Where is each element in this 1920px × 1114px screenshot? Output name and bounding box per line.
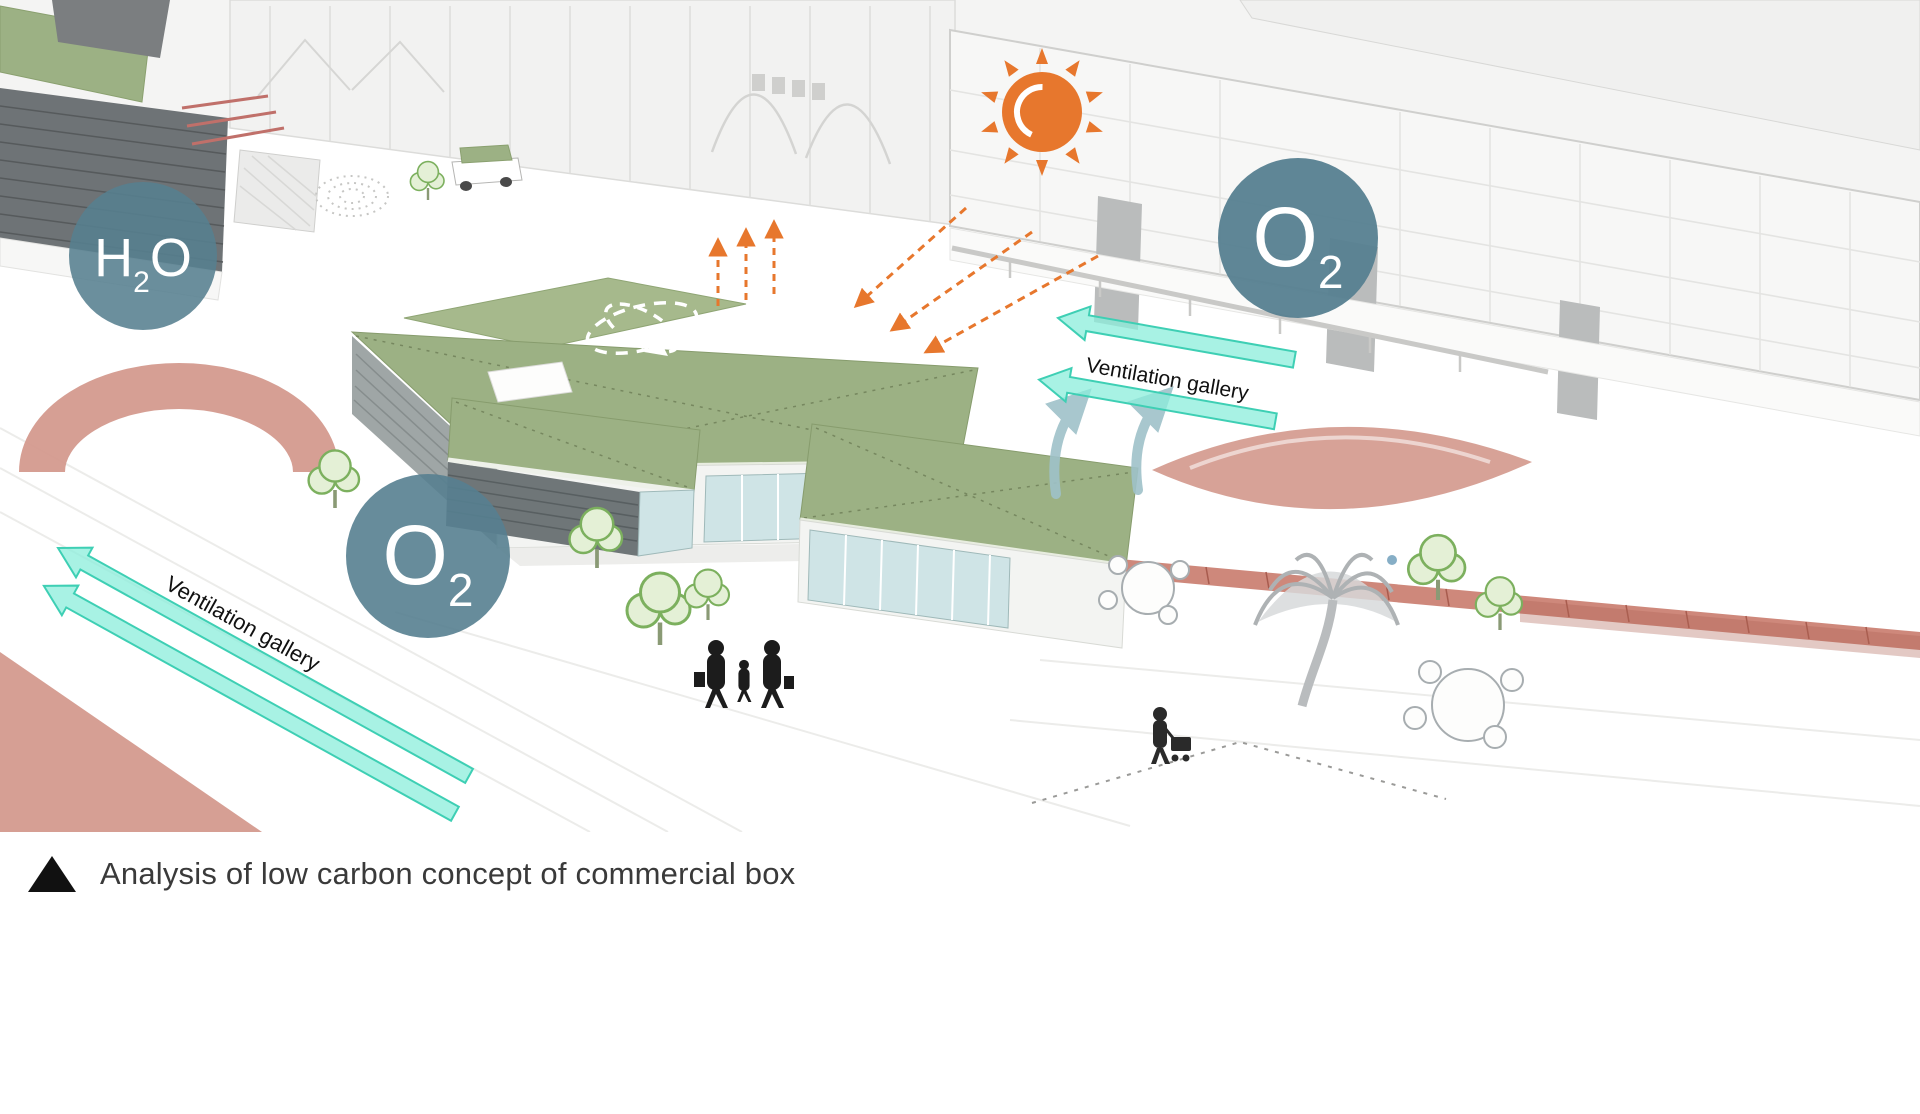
pond-dot <box>1387 555 1397 565</box>
caption: Analysis of low carbon concept of commer… <box>0 832 1920 892</box>
frontleft-awning <box>487 361 573 403</box>
ventilation-gallery-right: Ventilation gallery <box>1035 300 1299 440</box>
o2-label-left: O2 <box>383 508 474 616</box>
left-facades <box>229 0 956 226</box>
caption-text: Analysis of low carbon concept of commer… <box>100 856 796 891</box>
pedestrian-adult <box>705 640 728 708</box>
palm-sculpture <box>1253 552 1400 708</box>
walkway <box>949 227 1920 437</box>
shopping-bag <box>784 676 794 689</box>
triangle-icon <box>28 856 76 892</box>
heat-release-arrows <box>708 219 784 306</box>
canopy <box>951 245 1549 375</box>
air-circulation-icon <box>585 300 699 356</box>
person-with-cart <box>1151 707 1191 764</box>
frontleft-glass <box>637 489 695 557</box>
pink-ground-bottomleft <box>0 652 262 832</box>
sun-icon <box>981 48 1103 176</box>
shopping-bag <box>694 672 705 687</box>
o2-label-right: O2 <box>1253 190 1344 298</box>
facade-sign-marks <box>752 74 825 100</box>
shuttle-car <box>451 144 523 191</box>
pedestrian-adult <box>761 640 784 708</box>
hedge-block <box>233 149 321 233</box>
rear-roof-section <box>403 277 747 349</box>
red-stair-railing <box>181 94 285 146</box>
h2o-bubble: H2O <box>69 182 217 330</box>
cafe-table <box>1403 660 1524 749</box>
gable-outlines <box>257 38 445 97</box>
h2o-label: H2O <box>94 228 192 299</box>
pink-arc <box>19 363 339 474</box>
dotted-path-boundary <box>1031 740 1447 804</box>
garden-spiral <box>315 175 389 217</box>
commercial-box-right <box>797 423 1139 649</box>
street-furniture <box>1098 552 1524 749</box>
solar-radiation-arrows <box>853 206 1099 354</box>
pedestrian-child <box>737 659 752 702</box>
roof-dashed-lines <box>355 335 975 467</box>
cafe-table <box>1098 555 1190 625</box>
arch-detail <box>710 93 892 165</box>
site-axonometric-rendering: Ventilation gallery Ventilation gallery … <box>0 0 1920 832</box>
right-glass <box>807 529 1011 629</box>
background-buildings <box>0 0 1920 437</box>
gable-roof <box>52 0 170 58</box>
people-silhouettes <box>694 640 1191 764</box>
pedestrian-family <box>694 640 794 708</box>
o2-bubble-right: O2 <box>1218 158 1378 318</box>
o2-bubble-left: O2 <box>346 474 510 638</box>
